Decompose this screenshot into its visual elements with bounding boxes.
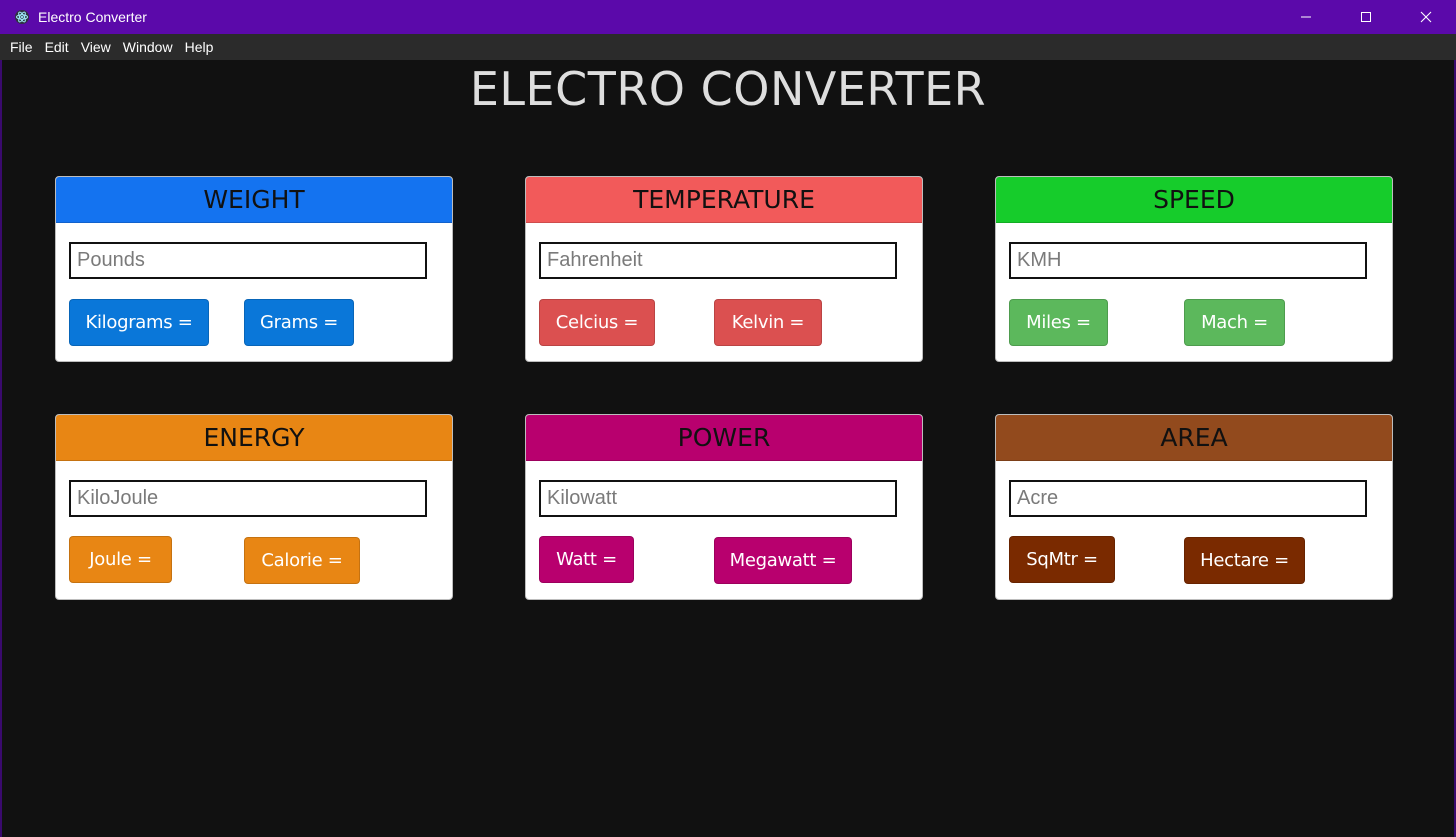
power-card: POWER Watt = Megawatt = bbox=[525, 414, 923, 600]
calorie-button[interactable]: Calorie = bbox=[244, 537, 360, 584]
celcius-button[interactable]: Celcius = bbox=[539, 299, 655, 346]
megawatt-button[interactable]: Megawatt = bbox=[714, 537, 852, 584]
menu-file[interactable]: File bbox=[10, 39, 33, 55]
kilowatt-input[interactable] bbox=[539, 480, 897, 517]
maximize-icon[interactable] bbox=[1336, 0, 1396, 34]
power-card-header: POWER bbox=[526, 415, 922, 461]
kelvin-button[interactable]: Kelvin = bbox=[714, 299, 822, 346]
weight-card-header: WEIGHT bbox=[56, 177, 452, 223]
page-title: ELECTRO CONVERTER bbox=[469, 62, 987, 116]
menu-edit[interactable]: Edit bbox=[44, 39, 69, 55]
area-card-header: AREA bbox=[996, 415, 1392, 461]
hectare-button[interactable]: Hectare = bbox=[1184, 537, 1305, 584]
pounds-input[interactable] bbox=[69, 242, 427, 279]
title-bar: Electro Converter bbox=[0, 0, 1456, 34]
window-border-right bbox=[1454, 60, 1456, 837]
area-card: AREA SqMtr = Hectare = bbox=[995, 414, 1393, 600]
menu-window[interactable]: Window bbox=[122, 39, 173, 55]
energy-card: ENERGY Joule = Calorie = bbox=[55, 414, 453, 600]
temperature-card: TEMPERATURE Celcius = Kelvin = bbox=[525, 176, 923, 362]
grams-button[interactable]: Grams = bbox=[244, 299, 354, 346]
joule-button[interactable]: Joule = bbox=[69, 536, 172, 583]
kilojoule-input[interactable] bbox=[69, 480, 427, 517]
menu-help[interactable]: Help bbox=[184, 39, 214, 55]
speed-card: SPEED Miles = Mach = bbox=[995, 176, 1393, 362]
close-icon[interactable] bbox=[1396, 0, 1456, 34]
kilograms-button[interactable]: Kilograms = bbox=[69, 299, 209, 346]
window-title: Electro Converter bbox=[38, 9, 147, 25]
menu-view[interactable]: View bbox=[80, 39, 111, 55]
fahrenheit-input[interactable] bbox=[539, 242, 897, 279]
energy-card-header: ENERGY bbox=[56, 415, 452, 461]
menu-bar: File Edit View Window Help bbox=[0, 34, 1456, 60]
mach-button[interactable]: Mach = bbox=[1184, 299, 1285, 346]
window-border-left bbox=[0, 60, 2, 837]
electron-app-icon bbox=[14, 9, 30, 25]
miles-button[interactable]: Miles = bbox=[1009, 299, 1108, 346]
acre-input[interactable] bbox=[1009, 480, 1367, 517]
kmh-input[interactable] bbox=[1009, 242, 1367, 279]
weight-card: WEIGHT Kilograms = Grams = bbox=[55, 176, 453, 362]
minimize-icon[interactable] bbox=[1276, 0, 1336, 34]
watt-button[interactable]: Watt = bbox=[539, 536, 634, 583]
speed-card-header: SPEED bbox=[996, 177, 1392, 223]
sqmtr-button[interactable]: SqMtr = bbox=[1009, 536, 1115, 583]
temperature-card-header: TEMPERATURE bbox=[526, 177, 922, 223]
